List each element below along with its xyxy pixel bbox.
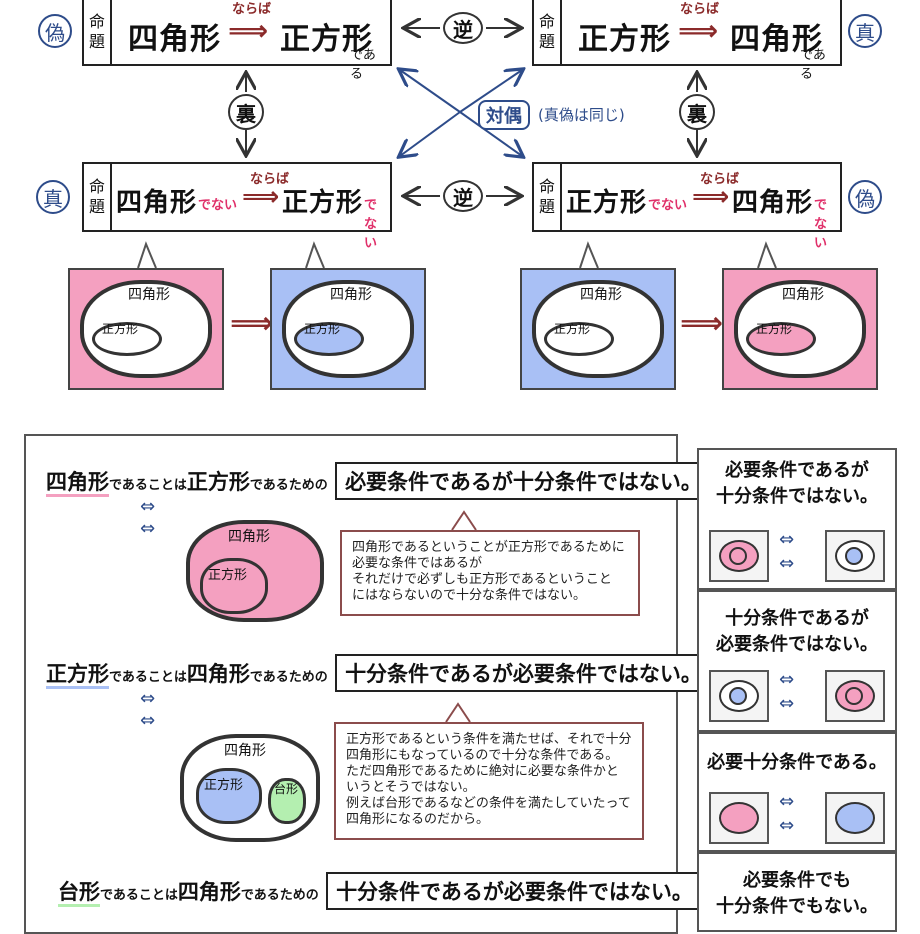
subject-term: 四角形: [116, 188, 198, 218]
predicate-term: 正方形: [280, 22, 373, 57]
negation-word: でない: [198, 198, 238, 213]
contrapositive-label: 対偶: [478, 100, 530, 130]
desu-suffix: である: [350, 48, 376, 82]
inner-set-label: 正方形: [102, 322, 139, 336]
venn-square-in-quad: 四角形 正方形: [186, 520, 324, 622]
predicate-term: 正方形: [282, 188, 364, 218]
contrapositive-note: (真偽は同じ): [538, 106, 625, 124]
desu-suffix: である: [800, 48, 826, 82]
inverse-badge: 裏: [679, 94, 715, 130]
implication-marks-icon: ⇔⇔: [779, 529, 795, 574]
outer-set-label: 四角形: [330, 287, 372, 303]
proposition-box-top-left: 命題 四角形 ならば ⟹ 正方形 である: [82, 0, 392, 82]
implies-arrow-icon: ⟹: [692, 182, 730, 212]
outer-set-label: 四角形: [580, 287, 622, 303]
outer-set-label: 四角形: [782, 287, 824, 303]
venn-quad-subsets: 四角形 正方形 台形: [180, 734, 320, 842]
venn-panel-pink: 四角形 正方形: [722, 268, 878, 390]
statement-row: 正方形であることは四角形であるための 十分条件であるが必要条件ではない。: [46, 654, 712, 692]
implies-arrow-icon: ⟹: [680, 306, 724, 341]
narabaword: ならば: [250, 172, 290, 187]
converse-badge: 逆: [443, 180, 483, 212]
predicate-term: 四角形: [730, 22, 823, 57]
implies-arrow-icon: ⟹: [228, 14, 269, 47]
negation-word: でない: [814, 198, 828, 251]
implication-marks: ⇔⇔: [140, 688, 156, 731]
condition-card: 必要十分条件である。 ⇔⇔: [697, 732, 897, 852]
implication-marks: ⇔⇔: [140, 496, 156, 539]
meidai-label: 命題: [84, 164, 112, 230]
inverse-badge: 裏: [228, 94, 264, 130]
proposition-box-top-right: 命題 正方形 ならば ⟹ 四角形 である: [532, 0, 842, 82]
proposition-box-bottom-left: 命題 四角形 でない ならば ⟹ 正方形 でない: [82, 162, 392, 251]
meidai-label: 命題: [534, 164, 562, 230]
meidai-label: 命題: [534, 0, 562, 64]
implication-marks-icon: ⇔⇔: [779, 791, 795, 836]
meidai-label: 命題: [84, 0, 112, 64]
outer-set-label: 四角形: [128, 287, 170, 303]
relation-arrows: [0, 0, 920, 260]
venn-panel-blue: 四角形 正方形: [520, 268, 676, 390]
truth-seal-true: 真: [848, 14, 882, 48]
explanation-box: 正方形であるという条件を満たせば、それで十分四角形にもなっているので十分な条件で…: [334, 722, 644, 840]
speech-tails: [137, 241, 777, 269]
venn-panel-blue: 四角形 正方形: [270, 268, 426, 390]
condition-card: 必要条件でも 十分条件でもない。: [697, 852, 897, 932]
explanation-box: 四角形であるということが正方形であるために必要な条件ではあるがそれだけで必ずしも…: [340, 530, 640, 616]
negation-word: でない: [364, 198, 378, 251]
narabaword: ならば: [680, 2, 720, 17]
truth-seal-false: 偽: [848, 180, 882, 214]
truth-seal-true: 真: [36, 180, 70, 214]
truth-seal-false: 偽: [38, 14, 72, 48]
predicate-term: 四角形: [732, 188, 814, 218]
inner-set-label: 正方形: [756, 322, 793, 336]
inner-set-label: 正方形: [554, 322, 591, 336]
statement-row: 四角形であることは正方形であるための 必要条件であるが十分条件ではない。: [46, 462, 712, 500]
subject-term: 四角形: [128, 22, 221, 57]
implies-arrow-icon: ⟹: [230, 306, 274, 341]
negation-word: でない: [648, 198, 688, 213]
condition-card: 十分条件であるが 必要条件ではない。 ⇔⇔: [697, 590, 897, 732]
venn-panel-pink: 四角形 正方形: [68, 268, 224, 390]
converse-badge: 逆: [443, 12, 483, 44]
implies-arrow-icon: ⟹: [678, 14, 719, 47]
proposition-box-bottom-right: 命題 正方形 でない ならば ⟹ 四角形 でない: [532, 162, 842, 251]
subject-term: 正方形: [566, 188, 648, 218]
implies-arrow-icon: ⟹: [242, 182, 280, 212]
implication-marks-icon: ⇔⇔: [779, 669, 795, 714]
condition-card: 必要条件であるが 十分条件ではない。 ⇔⇔: [697, 448, 897, 590]
narabaword: ならば: [700, 172, 740, 187]
subject-term: 正方形: [578, 22, 671, 57]
inner-set-label: 正方形: [304, 322, 341, 336]
narabaword: ならば: [232, 2, 272, 17]
